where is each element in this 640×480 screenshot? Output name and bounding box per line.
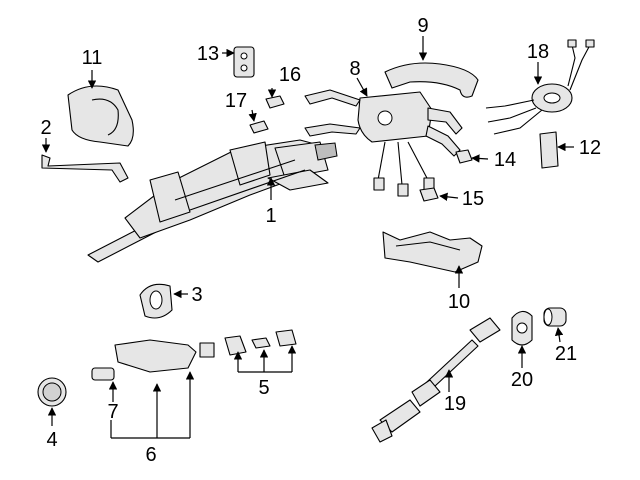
- callout-labels: 1 2 3 4 5 6 7 8 9 10 11 12 13 14 15 16 1…: [40, 15, 601, 466]
- callout-21: 21: [555, 343, 577, 365]
- part-bracket: [41, 154, 129, 183]
- callout-18: 18: [527, 41, 549, 63]
- part-shroud: [382, 231, 483, 273]
- part-lower-cover: [384, 62, 479, 98]
- callout-6: 6: [145, 444, 156, 466]
- callout-13: 13: [197, 43, 219, 65]
- part-cap: [37, 377, 67, 407]
- part-clip-15: [419, 187, 439, 202]
- callout-11: 11: [82, 47, 103, 69]
- callout-9: 9: [417, 15, 428, 37]
- callout-19: 19: [444, 393, 466, 415]
- part-steering-column: [87, 139, 338, 263]
- part-upper-cover: [67, 85, 134, 147]
- part-bearing-20: [511, 310, 533, 346]
- callout-3: 3: [191, 284, 202, 306]
- callout-5: 5: [258, 377, 269, 399]
- callout-10: 10: [448, 291, 470, 313]
- part-boot: [139, 283, 173, 319]
- callout-12: 12: [579, 137, 601, 159]
- part-clip-16: [265, 95, 285, 109]
- part-clip-17: [249, 120, 269, 134]
- callout-14: 14: [494, 149, 516, 171]
- part-combination-switch: [304, 89, 463, 197]
- callout-20: 20: [511, 369, 533, 391]
- part-clock-spring: [485, 39, 595, 135]
- part-lock-assembly: [91, 329, 297, 381]
- part-plate-12: [539, 131, 559, 169]
- callout-17: 17: [225, 90, 247, 112]
- callout-1: 1: [265, 205, 276, 227]
- callout-7: 7: [107, 401, 118, 423]
- callout-16: 16: [279, 64, 301, 86]
- part-bushing-21: [543, 307, 567, 327]
- callout-4: 4: [46, 429, 57, 451]
- part-intermediate-shaft: [371, 317, 501, 443]
- callout-15: 15: [462, 188, 484, 210]
- part-clip-14: [455, 149, 473, 164]
- leader-lines: [41, 36, 574, 439]
- callout-2: 2: [40, 117, 51, 139]
- part-clip-13: [233, 46, 255, 78]
- callout-8: 8: [349, 58, 360, 80]
